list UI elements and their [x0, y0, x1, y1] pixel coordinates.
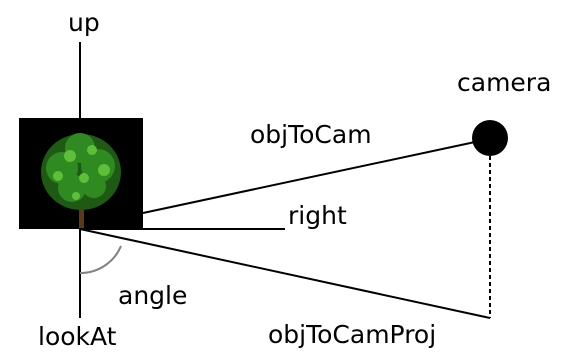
up-label: up — [68, 8, 100, 37]
angle-label: angle — [118, 281, 188, 310]
camera-label: camera — [457, 68, 552, 97]
look-at-label: lookAt — [38, 322, 117, 351]
right-label: right — [288, 201, 347, 230]
obj-to-cam-proj-label: objToCamProj — [268, 320, 437, 349]
angle-arc — [79, 245, 122, 275]
obj-to-cam-proj-line — [79, 228, 491, 319]
tree-icon — [41, 133, 121, 228]
billboard-object — [19, 118, 143, 229]
obj-to-cam-line — [142, 141, 476, 214]
obj-to-cam-label: objToCam — [250, 120, 372, 149]
camera-dot — [472, 120, 508, 156]
